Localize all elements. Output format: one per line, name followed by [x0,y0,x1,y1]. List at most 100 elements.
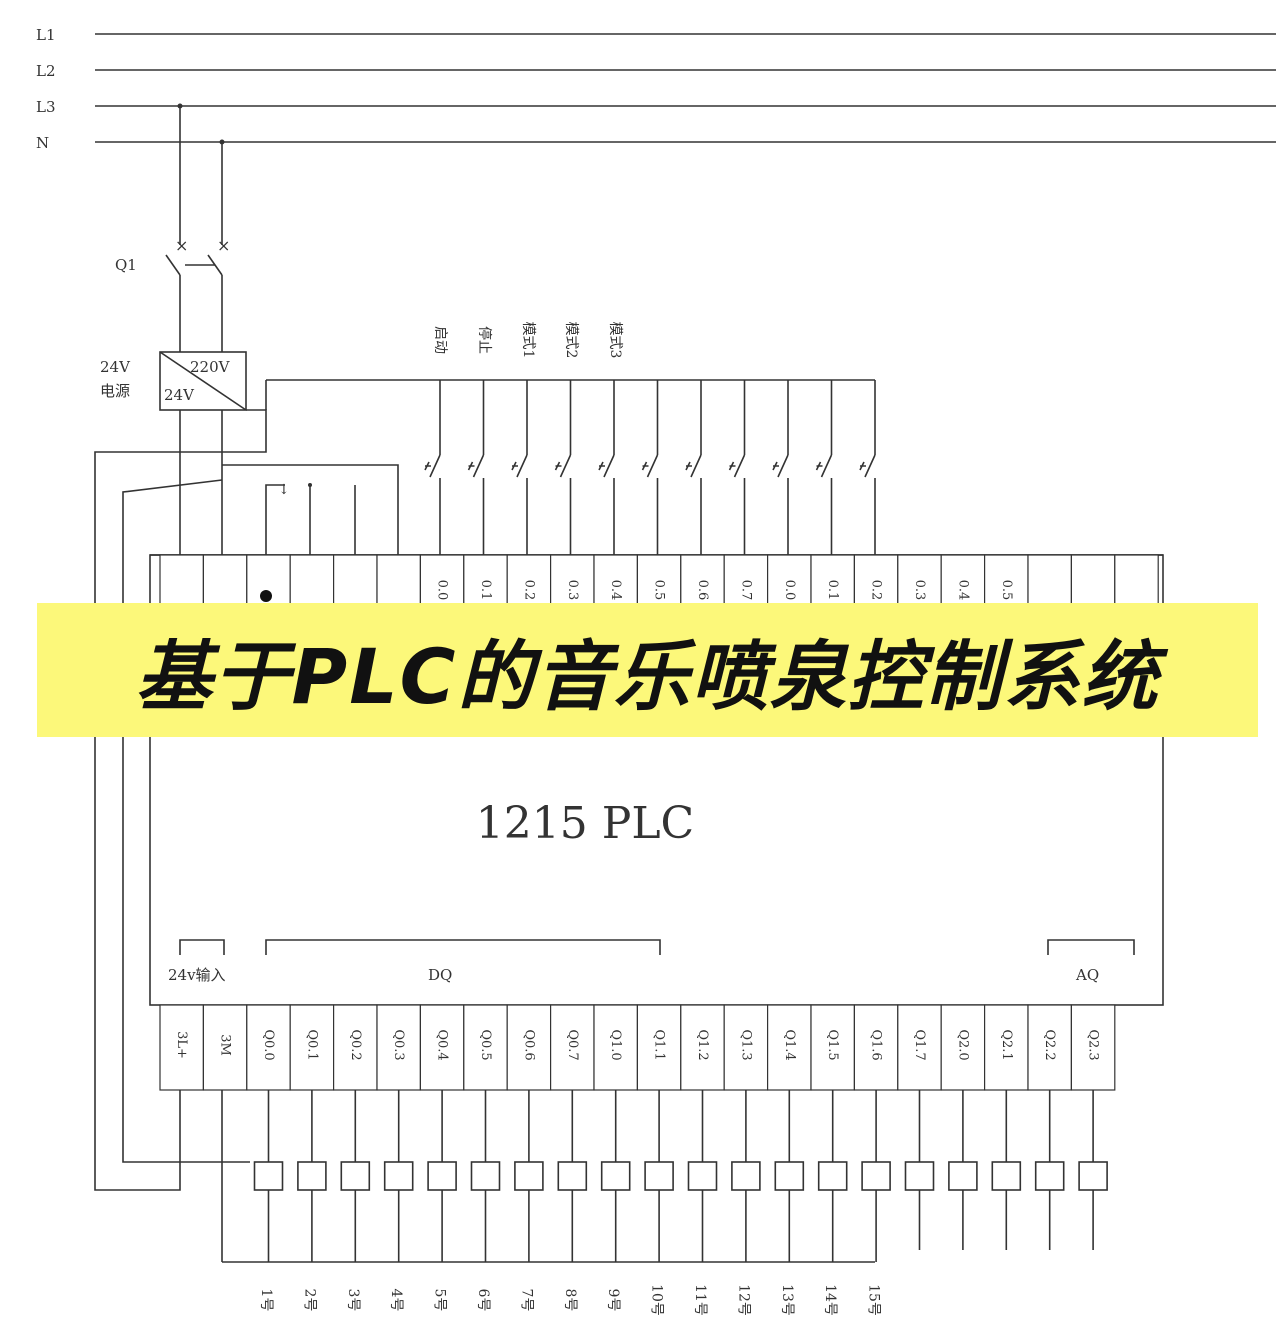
plc-model-label: 1215 PLC [476,798,694,849]
bottom-terminal-label: Q0.3 [391,1029,406,1060]
output-label: 13号 [779,1284,795,1316]
bottom-terminal [810,1004,856,1091]
bottom-terminal-label: Q1.6 [869,1029,884,1060]
bottom-terminal-label: Q1.3 [738,1029,753,1060]
relay-coil-icon [383,1161,414,1191]
input-button-label: 停止 [476,326,493,354]
bottom-terminal-label: Q1.1 [652,1029,667,1060]
relay-coil-icon [427,1161,457,1191]
breaker-label: Q1 [115,256,137,274]
top-terminal-label: 0.0 [782,580,797,601]
top-terminal-label: 0.2 [869,580,884,601]
output-label: 5号 [432,1289,448,1312]
top-terminal-label: 0.0 [435,580,450,601]
relay-coil-icon [340,1161,371,1191]
input-button-label: 模式1 [520,322,536,359]
output-label: 8号 [562,1289,578,1312]
relay-coil-icon [687,1161,718,1191]
output-label: 15号 [866,1284,882,1316]
pushbutton-switch-icon [641,454,659,555]
bottom-terminal-label: Q0.1 [304,1029,319,1060]
output-label: 1号 [258,1289,274,1312]
power-supply-output-label: 24V [164,386,195,404]
pushbutton-switch-icon [554,454,572,555]
bottom-terminal [636,1004,682,1091]
ground-icon: ↓ [278,482,290,498]
top-terminal-label: 0.3 [565,580,580,601]
bottom-terminal-label: Q1.2 [695,1029,710,1060]
pushbutton-switch-icon [859,454,876,555]
output-label: 6号 [475,1289,491,1312]
title-text: 基于PLC的音乐喷泉控制系统 [135,632,1160,721]
pushbutton-switch-icon [772,454,789,555]
top-terminal-label: 0.7 [738,580,753,601]
relay-coil-icon [817,1161,848,1191]
group-label-aq: AQ [1075,966,1099,984]
junction-dot [219,139,225,145]
output-label: 10号 [649,1284,665,1316]
power-supply-diagonal [159,351,247,411]
top-terminal-label: 0.5 [999,580,1014,601]
bottom-terminal [766,1004,812,1091]
bottom-terminal-label: 3M [218,1034,233,1056]
input-button-label: 模式3 [607,322,623,359]
breaker-blade [165,254,181,276]
top-terminal-label: 0.4 [955,580,970,601]
relay-coil-icon [731,1161,761,1191]
output-label: 14号 [822,1284,838,1316]
pushbutton-switch-icon [598,454,615,555]
power-supply-label: 电源 [100,382,130,400]
top-terminal-label: 0.2 [521,580,536,601]
top-terminal-label: 0.6 [695,580,710,601]
bottom-terminal-label: Q0.7 [565,1029,580,1060]
breaker-contact-icon: × [217,236,230,255]
top-terminal-label: 0.3 [912,580,927,601]
wire-1m [222,464,399,555]
bottom-terminal-label: Q1.0 [608,1029,623,1060]
bottom-terminal [723,1004,769,1091]
relay-coil-icon [861,1161,891,1191]
bottom-terminal-label: Q1.7 [912,1029,927,1060]
bottom-terminal [940,1004,986,1091]
bottom-terminal-label: Q0.6 [521,1029,536,1060]
output-label: 4号 [388,1289,404,1312]
junction-dot [308,483,312,487]
bottom-terminal-label: Q2.0 [955,1029,970,1060]
power-line-label: L2 [36,62,56,80]
relay-coil-icon [774,1161,805,1191]
relay-coil-icon [904,1161,935,1191]
pushbutton-switch-icon [815,454,833,555]
bottom-terminal-label: Q0.4 [435,1029,450,1060]
top-terminal-label: 0.5 [652,580,667,601]
output-label: 7号 [518,1289,534,1312]
bottom-terminal-label: Q0.5 [478,1029,493,1060]
pushbutton-switch-icon [511,454,528,555]
bottom-terminal-label: Q0.2 [348,1029,363,1060]
junction-dot [177,103,183,109]
input-button-label: 启动 [432,326,448,354]
power-line-label: N [36,134,49,152]
top-terminal-label: 0.4 [608,580,623,601]
group-label-24v-input: 24v输入 [168,966,226,984]
bracket [1047,939,1135,955]
bottom-terminal-label: Q2.3 [1086,1029,1101,1060]
relay-coil-icon [253,1161,284,1191]
bottom-terminal-label: 3L+ [174,1031,189,1059]
bottom-terminal-label: Q2.2 [1042,1029,1057,1060]
pushbutton-switch-icon [728,454,746,555]
pushbutton-switch-icon [467,454,485,555]
relay-coil-icon [1034,1161,1065,1191]
power-line-label: L3 [36,98,56,116]
bottom-terminal [159,1004,205,1091]
pushbutton-switch-icon [685,454,702,555]
wire-ground [265,484,285,555]
breaker-contact-icon: × [175,236,188,255]
power-supply-label: 24V [100,358,131,376]
group-label-dq: DQ [428,966,452,984]
relay-coil-icon [557,1161,588,1191]
relay-coil-icon [514,1161,544,1191]
pushbutton-switch-icon [424,454,441,555]
top-terminal-label: 0.1 [478,580,493,601]
relay-coil-icon [470,1161,501,1191]
